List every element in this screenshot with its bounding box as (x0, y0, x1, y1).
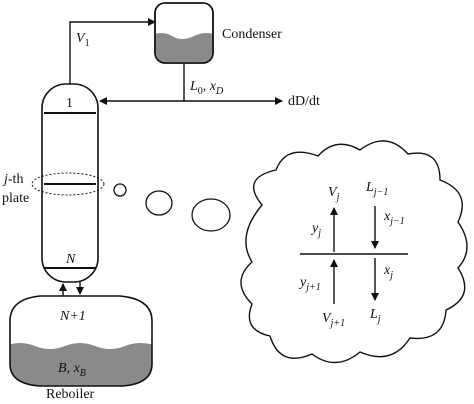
lj-minus-1-label: Lj−1 (365, 180, 388, 198)
reboiler-bottoms-label: B, xB (58, 361, 86, 379)
xj-label: xj (383, 263, 393, 281)
xj-minus-1-label: xj−1 (383, 209, 405, 227)
reflux-label: L0, xD (189, 79, 224, 97)
reboiler (9, 295, 153, 387)
plate-j-highlight (31, 172, 105, 196)
plate-N-label: N (65, 252, 76, 267)
cloud (240, 140, 468, 364)
yj-plus-1-label: yj+1 (298, 275, 321, 293)
reboiler-label: Reboiler (46, 387, 95, 402)
bubble-medium (145, 190, 173, 216)
vj-plus-1-label: Vj+1 (322, 311, 345, 329)
vapor-line (69, 18, 156, 86)
jth-label: j-th (2, 172, 23, 187)
lj-label: Lj (369, 307, 381, 325)
vj-label: Vj (328, 185, 340, 203)
condenser (154, 2, 214, 64)
condenser-label: Condenser (222, 27, 282, 42)
distillate-label: dD/dt (288, 94, 320, 109)
jth-label-plate: plate (2, 191, 29, 206)
reboiler-n1-label: N+1 (59, 309, 86, 324)
plate-1-label: 1 (66, 96, 73, 111)
yj-label: yj (310, 221, 321, 239)
bubble-large (191, 198, 231, 232)
vapor-top-label: V1 (76, 31, 90, 49)
bubble-small (113, 183, 127, 197)
condenser-liquid (155, 33, 213, 63)
